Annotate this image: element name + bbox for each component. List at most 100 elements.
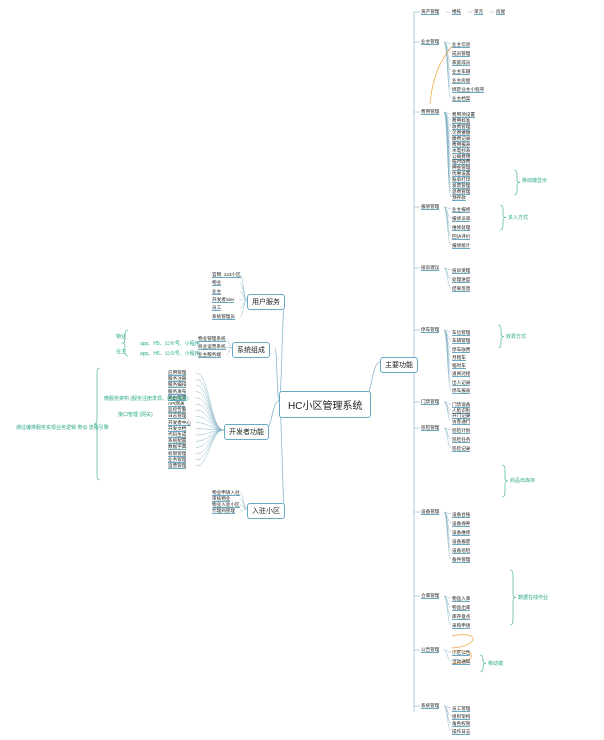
branch-2-item-2[interactable]: 服务编排 <box>168 382 187 389</box>
branch-0-item-1[interactable]: 物业 <box>212 280 222 287</box>
section-5[interactable]: 停车管理 <box>421 327 440 333</box>
section-1-item-0[interactable]: 业主信息 <box>452 42 471 48</box>
section-7[interactable]: 巡检管理 <box>421 425 440 431</box>
section-7-item-2[interactable]: 巡检记录 <box>452 446 471 452</box>
branch-3-item-1[interactable]: 审核物业 <box>212 496 231 502</box>
section-8-item-1[interactable]: 设备保养 <box>452 521 471 527</box>
section-11-item-0[interactable]: 员工管理 <box>452 706 471 712</box>
section-2-item-8[interactable]: 临时收费 <box>452 159 471 166</box>
branch-onboard-community[interactable]: 入驻小区 <box>247 503 285 519</box>
section-3-item-3[interactable]: 回访评价 <box>452 234 471 240</box>
branch-2-item-15[interactable]: 运营管理 <box>168 463 187 469</box>
section-2-item-3[interactable]: 欠费催缴 <box>452 129 471 136</box>
section-2-item-5[interactable]: 费用报表 <box>452 141 471 148</box>
branch-1-item-0[interactable]: 物业管理系统 <box>198 336 226 342</box>
branch-2-item-8[interactable]: 开发者中心 <box>168 419 191 426</box>
section-6-item-3[interactable]: 访客通行 <box>452 418 471 425</box>
branch-2-item-10[interactable]: 代码生成 <box>168 432 187 438</box>
section-0[interactable]: 资产管理 <box>421 9 440 15</box>
section-5-item-2[interactable]: 停车收费 <box>452 346 471 353</box>
section-0-item-2[interactable]: 房屋 <box>496 9 506 15</box>
branch-2-item-12[interactable]: 数据字典 <box>168 444 187 451</box>
section-1-item-6[interactable]: 业主档案 <box>452 96 471 102</box>
section-3[interactable]: 报修管理 <box>421 204 440 210</box>
branch-0-item-4[interactable]: 员工 <box>212 305 222 312</box>
section-9-item-3[interactable]: 采购申请 <box>452 623 471 629</box>
section-9-item-0[interactable]: 物品入库 <box>452 596 471 602</box>
branch-0-item-5[interactable]: 系统管理员 <box>212 313 235 320</box>
section-4-item-1[interactable]: 处理进度 <box>452 277 471 283</box>
section-3-item-4[interactable]: 报修统计 <box>452 243 471 249</box>
section-2-item-10[interactable]: 优惠设置 <box>452 171 471 178</box>
section-6-item-1[interactable]: 人脸识别 <box>452 407 471 414</box>
section-5-item-7[interactable]: 停车报表 <box>452 387 471 394</box>
section-2-item-12[interactable]: 发票管理 <box>452 183 471 190</box>
branch-0-item-0[interactable]: 官网: 123小区 <box>212 272 241 278</box>
section-2-item-6[interactable]: 水电抄表 <box>452 147 471 154</box>
section-1-item-4[interactable]: 业主房屋 <box>452 78 471 84</box>
section-5-item-5[interactable]: 道闸对接 <box>452 371 471 378</box>
branch-2-item-14[interactable]: 业务管理 <box>168 456 187 463</box>
section-8-item-4[interactable]: 设备巡检 <box>452 548 471 554</box>
section-6[interactable]: 门禁管理 <box>421 399 440 405</box>
section-1-item-3[interactable]: 业主车辆 <box>452 69 471 75</box>
section-10-item-0[interactable]: 小区公告 <box>452 650 471 656</box>
section-2-item-13[interactable]: 退费管理 <box>452 189 471 196</box>
branch-2-item-1[interactable]: 服务注册 <box>168 376 187 383</box>
section-2-item-4[interactable]: 缴费记录 <box>452 135 471 142</box>
section-8-item-3[interactable]: 设备报废 <box>452 539 471 545</box>
branch-2-item-3[interactable]: 服务发布 <box>168 388 187 395</box>
section-5-item-6[interactable]: 出入记录 <box>452 379 471 386</box>
branch-2-item-4[interactable]: 路由配置 <box>168 394 187 401</box>
section-1-item-5[interactable]: 绑定业主小程序 <box>452 87 485 93</box>
section-5-item-4[interactable]: 临时车 <box>452 363 466 369</box>
branch-2-item-9[interactable]: 开发文档 <box>168 425 187 432</box>
section-11-item-1[interactable]: 组织架构 <box>452 713 471 720</box>
section-1-item-2[interactable]: 家庭成员 <box>452 60 471 66</box>
section-0-item-0[interactable]: 楼栋 <box>452 9 462 15</box>
section-7-item-1[interactable]: 巡检任务 <box>452 437 471 443</box>
section-2-item-2[interactable]: 收费管理 <box>452 123 471 130</box>
section-7-item-0[interactable]: 巡检计划 <box>452 428 471 434</box>
section-6-item-2[interactable]: 开门记录 <box>452 413 471 419</box>
section-1-item-1[interactable]: 成员管理 <box>452 51 471 57</box>
branch-3-item-2[interactable]: 物业入驻小区 <box>212 502 240 508</box>
section-9[interactable]: 仓库管理 <box>421 593 440 599</box>
section-2-item-7[interactable]: 公摊费用 <box>452 153 471 160</box>
branch-2-item-11[interactable]: 系统配置 <box>168 438 187 445</box>
section-8-item-0[interactable]: 设备台账 <box>452 512 471 518</box>
branch-system-composition[interactable]: 系统组成 <box>232 342 270 358</box>
branch-2-item-7[interactable]: 日志管理 <box>168 413 187 420</box>
section-5-item-3[interactable]: 月租车 <box>452 354 466 361</box>
section-2-item-9[interactable]: 押金管理 <box>452 165 471 172</box>
branch-2-item-6[interactable]: 监控告警 <box>168 407 187 414</box>
section-2-item-11[interactable]: 账单打印 <box>452 177 471 184</box>
section-5-item-1[interactable]: 车辆管理 <box>452 338 471 345</box>
section-6-item-0[interactable]: 门禁设备 <box>452 402 471 408</box>
section-8-item-5[interactable]: 备件管理 <box>452 557 471 563</box>
section-8-item-2[interactable]: 设备维修 <box>452 530 471 536</box>
section-5-item-0[interactable]: 车位管理 <box>452 330 471 336</box>
section-2-item-1[interactable]: 费用标准 <box>452 117 471 124</box>
section-11-item-3[interactable]: 操作日志 <box>452 728 471 735</box>
section-9-item-1[interactable]: 物品出库 <box>452 605 471 611</box>
main-functions-node[interactable]: 主要功能 <box>380 357 418 373</box>
center-node[interactable]: HC小区管理系统 <box>279 391 372 418</box>
branch-0-item-2[interactable]: 业主 <box>212 288 222 295</box>
branch-1-item-1[interactable]: 商业运营系统 <box>198 344 226 350</box>
branch-user-service[interactable]: 用户服务 <box>247 294 285 310</box>
branch-2-item-5[interactable]: API网关 <box>168 401 185 407</box>
section-2-item-14[interactable]: 预存款 <box>452 195 466 202</box>
section-4-item-0[interactable]: 投诉受理 <box>452 268 471 274</box>
branch-2-item-13[interactable]: 权限管理 <box>168 450 187 457</box>
branch-2-item-0[interactable]: 应用管理 <box>168 370 187 376</box>
section-3-item-2[interactable]: 维修处理 <box>452 225 471 231</box>
branch-3-item-3[interactable]: 代理商管理 <box>212 508 235 514</box>
section-8[interactable]: 设备管理 <box>421 509 440 515</box>
section-10[interactable]: 公告管理 <box>421 647 440 653</box>
branch-3-item-0[interactable]: 物业申请入驻 <box>212 490 240 496</box>
section-3-item-0[interactable]: 业主报修 <box>452 207 471 213</box>
section-11-item-2[interactable]: 角色权限 <box>452 721 471 727</box>
section-0-item-1[interactable]: 单元 <box>474 9 484 15</box>
section-11[interactable]: 系统管理 <box>421 703 440 709</box>
